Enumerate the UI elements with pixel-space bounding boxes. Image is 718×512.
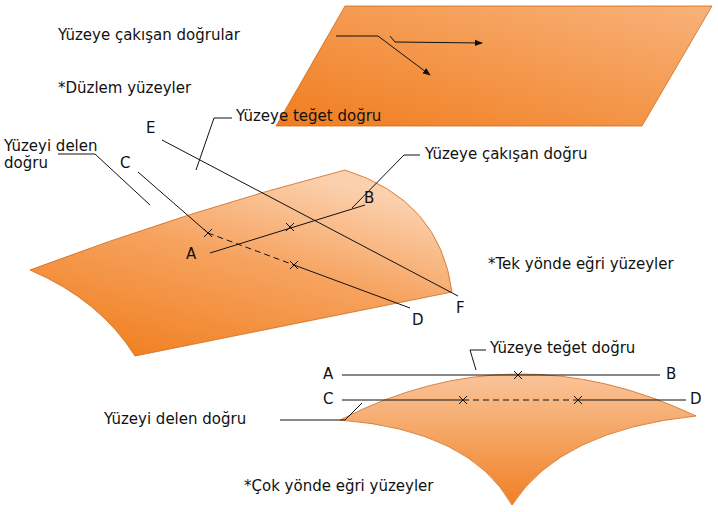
line-letter: E — [146, 120, 155, 137]
dome-marks — [459, 371, 582, 404]
dome-lines — [280, 350, 686, 420]
callout-text: Yüzeye çakışan doğru — [425, 146, 587, 163]
line-letter: A — [323, 366, 333, 383]
cylindrical-surface — [30, 170, 452, 356]
surface-lines — [58, 118, 458, 308]
line-letter: A — [186, 246, 196, 263]
line-letter: F — [456, 300, 465, 317]
callout-text: Yüzeye teğet doğru — [236, 108, 381, 125]
callout-text: Yüzeye çakışan doğrular — [58, 27, 240, 44]
surface-type: *Çok yönde eğri yüzeyler — [244, 478, 433, 495]
line-letter: B — [666, 366, 676, 383]
callout-text: Yüzeye teğet doğru — [490, 340, 635, 357]
surface-type: *Düzlem yüzeyler — [58, 80, 191, 97]
line-letter: B — [364, 190, 374, 207]
callout-text: Yüzeyi delen doğru — [4, 138, 104, 172]
line-letter: C — [323, 391, 333, 408]
line-letter: C — [120, 155, 130, 172]
intersection-marks — [204, 223, 298, 269]
line-letter: D — [412, 312, 424, 329]
callout-text: Yüzeyi delen doğru — [104, 411, 246, 428]
line-letter: D — [690, 391, 702, 408]
surface-type: *Tek yönde eğri yüzeyler — [488, 256, 674, 273]
leader-arrows — [336, 36, 482, 75]
